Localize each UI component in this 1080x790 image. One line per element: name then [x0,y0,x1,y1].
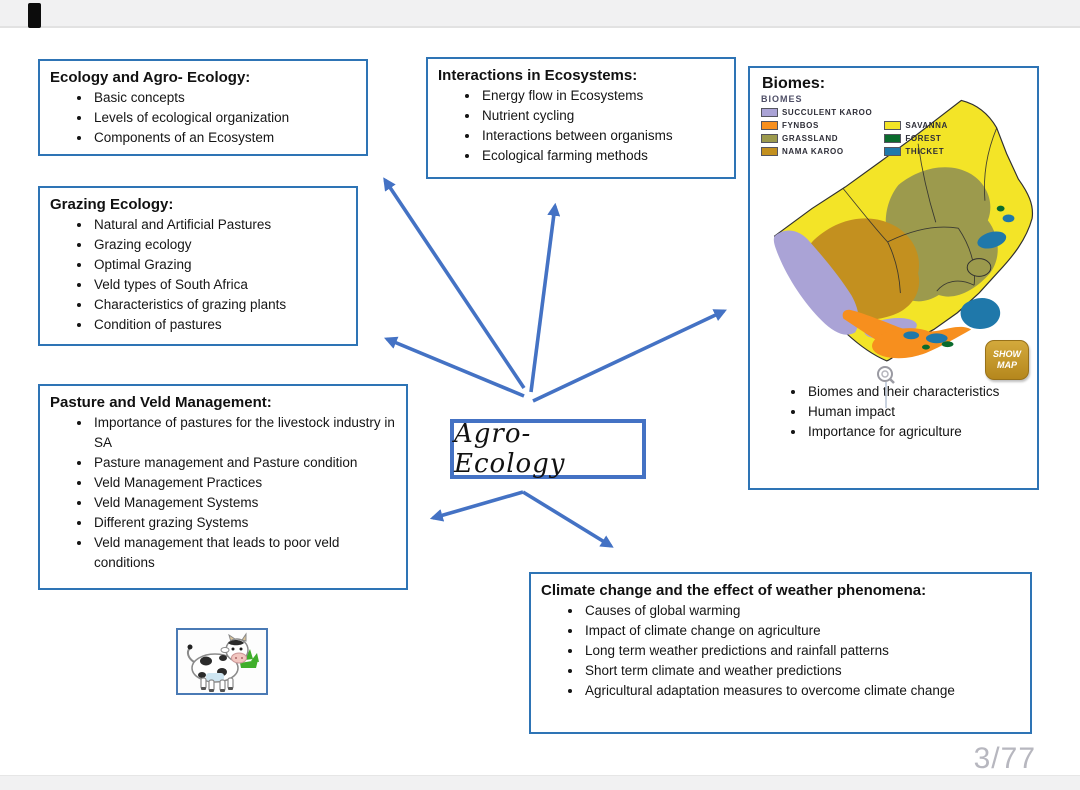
legend-color-chip [761,121,778,130]
list-item: Levels of ecological organization [92,108,360,128]
list-item: Natural and Artificial Pastures [92,215,350,235]
pasture-box: Pasture and Veld Management: Importance … [38,384,408,590]
list-item: Components of an Ecosystem [92,128,360,148]
map-thicket-patch [925,333,948,344]
list-item: Ecological farming methods [480,146,728,166]
top-bar [0,0,1080,28]
bottom-bar [0,775,1080,790]
cow-image [186,632,259,692]
list-item: Causes of global warming [583,601,1024,621]
map-thicket-region [960,298,1001,329]
list-item: Veld management that leads to poor veld … [92,533,400,573]
legend-label: NAMA KAROO [782,147,844,156]
list-item: Short term climate and weather predictio… [583,661,1024,681]
ecology-box: Ecology and Agro- Ecology: Basic concept… [38,59,368,156]
grazing-title: Grazing Ecology: [50,196,174,213]
list-item: Importance for agriculture [806,422,1017,442]
legend-label: THICKET [905,147,945,156]
list-item: Veld types of South Africa [92,275,350,295]
legend-label: FOREST [905,134,942,143]
biomes-title: Biomes: [762,75,826,92]
legend-label: SUCCULENT KAROO [782,108,873,117]
legend-label: GRASSLAND [782,134,839,143]
map-fynbos-cape-blob [872,328,937,359]
arrow-to-biomes [532,309,727,403]
map-legend-title: BIOMES [761,94,803,104]
map-succulent-karoo-region [773,230,859,335]
list-item: Grazing ecology [92,235,350,255]
map-legend-right-column: SAVANNA FOREST THICKET [884,119,948,158]
list-item: Basic concepts [92,88,360,108]
map-forest-patch [922,344,930,350]
list-item: Interactions between organisms [480,126,728,146]
map-lesotho-enclave [966,258,992,277]
biomes-box: Biomes: [748,66,1039,490]
map-thicket-patch [1002,214,1015,223]
map-province-borders [843,127,998,294]
interactions-title: Interactions in Ecosystems: [438,67,638,84]
list-item: Nutrient cycling [480,106,728,126]
magnifier-icon [873,364,899,413]
list-item: Veld Management Practices [92,473,400,493]
legend-item: SAVANNA [884,119,948,132]
pasture-title: Pasture and Veld Management: [50,394,272,411]
list-item: Pasture management and Pasture condition [92,453,400,473]
show-map-button[interactable]: SHOW MAP [985,340,1029,380]
list-item: Agricultural adaptation measures to over… [583,681,1024,701]
legend-item: FYNBOS [761,119,872,132]
map-forest-patch [941,341,954,348]
list-item: Energy flow in Ecosystems [480,86,728,106]
arrow-to-climate [522,490,614,548]
biomes-map: BIOMES SUCCULENT KAROO FYNBOS GRASSLAND NAM… [751,92,1038,408]
cow-image-frame [176,628,268,695]
legend-color-chip [884,147,902,156]
legend-color-chip [884,134,902,143]
map-thicket-patch [903,331,920,340]
climate-list: Causes of global warmingImpact of climat… [583,601,1024,701]
top-left-mark [28,3,41,28]
ecology-list: Basic conceptsLevels of ecological organ… [92,88,360,148]
ecology-title: Ecology and Agro- Ecology: [50,69,251,86]
arrow-to-ecology [383,177,526,390]
list-item: Veld Management Systems [92,493,400,513]
map-legend-left-column: SUCCULENT KAROO FYNBOS GRASSLAND NAMA KAROO [761,106,872,158]
climate-title: Climate change and the effect of weather… [541,582,927,599]
list-item: Optimal Grazing [92,255,350,275]
list-item: Impact of climate change on agriculture [583,621,1024,641]
list-item: Human impact [806,402,1017,422]
central-topic-box: Agro-Ecology [450,419,646,479]
arrow-to-interactions [529,202,561,393]
legend-color-chip [761,147,778,156]
legend-color-chip [761,134,778,143]
pasture-list: Importance of pastures for the livestock… [92,413,400,573]
legend-item: GRASSLAND [761,132,872,145]
legend-label: SAVANNA [905,121,948,130]
map-legend: BIOMES SUCCULENT KAROO FYNBOS GRASSLAND NAM… [761,94,948,158]
legend-item: SUCCULENT KAROO [761,106,872,119]
list-item: Condition of pastures [92,315,350,335]
list-item: Importance of pastures for the livestock… [92,413,400,453]
central-topic-label: Agro-Ecology [454,419,566,479]
legend-label: FYNBOS [782,121,819,130]
grazing-list: Natural and Artificial PasturesGrazing e… [92,215,350,335]
climate-box: Climate change and the effect of weather… [529,572,1032,734]
map-thicket-patch [977,231,1007,249]
list-item: Biomes and their characteristics [806,382,1017,402]
map-forest-patch [996,205,1005,212]
list-item: Characteristics of grazing plants [92,295,350,315]
list-item: Long term weather predictions and rainfa… [583,641,1024,661]
biomes-list: Biomes and their characteristicsHuman im… [806,382,1017,442]
interactions-box: Interactions in Ecosystems: Energy flow … [426,57,736,179]
legend-item: FOREST [884,132,948,145]
interactions-list: Energy flow in EcosystemsNutrient cyclin… [480,86,728,166]
arrow-to-pasture [429,490,524,522]
page-number: 3/77 [973,742,1036,775]
legend-color-chip [884,121,902,130]
legend-item: NAMA KAROO [761,145,872,158]
south-africa-biomes-map-image [773,99,1034,362]
legend-item: THICKET [884,145,948,158]
legend-color-chip [761,108,778,117]
list-item: Different grazing Systems [92,513,400,533]
grazing-box: Grazing Ecology: Natural and Artificial … [38,186,358,346]
